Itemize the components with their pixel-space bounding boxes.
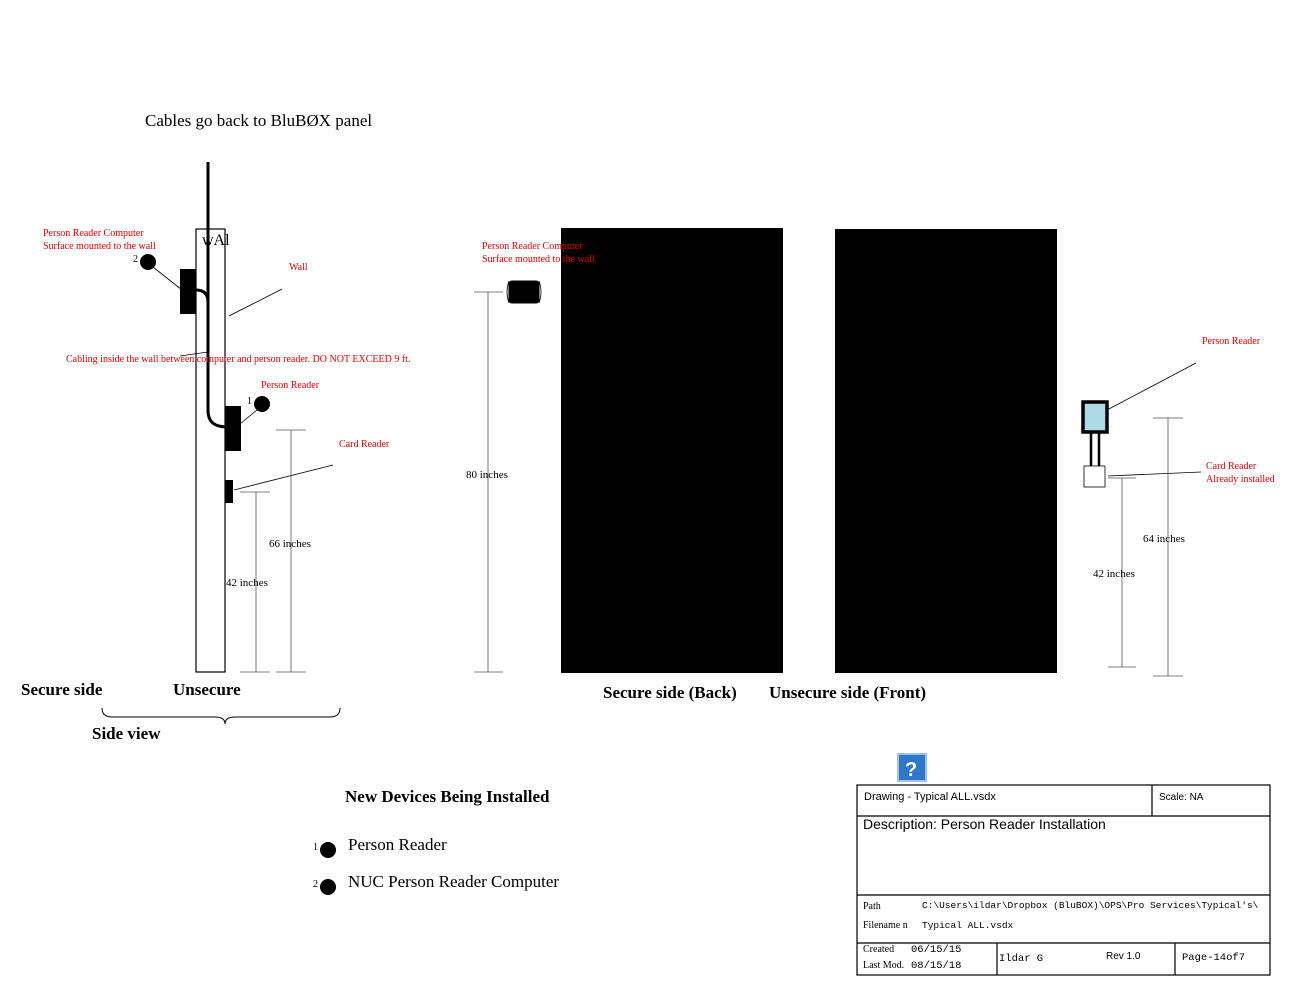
created-value: 06/15/15 [911, 944, 961, 956]
legend-item-1-number: 1 [313, 842, 318, 853]
callout-1-dot [254, 396, 270, 412]
card-reader-device [225, 480, 233, 503]
secure-door-title: Secure side (Back) [603, 683, 737, 702]
secure-computer-edge [506, 280, 542, 304]
scale-value: Scale: NA [1159, 792, 1204, 803]
secure-door-view: Person Reader Computer Surface mounted t… [466, 228, 783, 702]
help-icon-glyph: ? [905, 759, 917, 781]
person-reader-computer-label-2: Surface mounted to the wall [43, 241, 156, 252]
dim-80-label: 80 inches [466, 469, 508, 481]
drawing-name: Drawing - Typical ALL.vsdx [864, 791, 996, 803]
unsecure-person-reader-label: Person Reader [1202, 336, 1261, 347]
unsecure-card-reader-label-2: Already installed [1206, 474, 1275, 485]
wall-label: Wall [289, 262, 308, 273]
person-reader-label: Person Reader [261, 380, 320, 391]
cables-note: Cables go back to BluBØX panel [145, 111, 372, 130]
description: Description: Person Reader Installation [863, 816, 1106, 832]
cabling-leader [179, 351, 209, 357]
legend-item-1-dot [320, 842, 336, 858]
lastmod-value: 08/15/18 [911, 960, 961, 972]
unsecure-label: Unsecure [173, 680, 241, 699]
callout-2-dot [140, 254, 156, 270]
help-icon[interactable]: ? [897, 753, 927, 782]
callout-1-number: 1 [247, 396, 252, 407]
author: Ildar G [999, 953, 1043, 965]
callout-2-leader [152, 266, 183, 291]
unsecure-dim-42-label: 42 inches [1093, 568, 1135, 580]
card-reader-label: Card Reader [339, 439, 390, 450]
legend-item-1-label: Person Reader [348, 835, 447, 854]
unsecure-door-title: Unsecure side (Front) [769, 683, 926, 702]
title-block: ? Drawing - Typical ALL.vsdx Scale: NA D… [856, 753, 1271, 976]
person-reader-device [225, 406, 241, 451]
person-reader-computer-label-1: Person Reader Computer [43, 228, 144, 239]
unsecure-card-reader-label-1: Card Reader [1206, 461, 1257, 472]
wall-label-inside: wAl [202, 232, 230, 249]
side-view-title: Side view [92, 724, 161, 743]
filename-label: Filename n [863, 920, 908, 931]
person-reader-computer-device [180, 269, 196, 314]
legend-item-2-label: NUC Person Reader Computer [348, 872, 559, 891]
secure-computer-label-1: Person Reader Computer [482, 241, 583, 252]
revision: Rev 1.0 [1106, 951, 1141, 962]
secure-computer-device [508, 280, 540, 304]
in-wall-cable [195, 288, 210, 303]
unsecure-card-reader-device [1083, 465, 1106, 488]
card-reader-leader [233, 464, 334, 491]
dim-42-label: 42 inches [226, 577, 268, 589]
secure-door [561, 228, 783, 673]
path-value: C:\Users\ildar\Dropbox (BluBOX)\OPS\Pro … [922, 900, 1259, 911]
side-view: wAl Person Reader Computer Surface mount… [21, 162, 410, 743]
dim-66-label: 66 inches [269, 538, 311, 550]
callout-2-number: 2 [133, 254, 138, 265]
created-label: Created [863, 944, 894, 955]
dim-64-label: 64 inches [1143, 533, 1185, 545]
callout-1-leader [239, 409, 258, 425]
legend: New Devices Being Installed 1 Person Rea… [313, 787, 559, 895]
wall-leader [228, 288, 283, 317]
wall-section [195, 228, 226, 673]
page-number: Page-14of7 [1182, 952, 1245, 964]
lastmod-label: Last Mod. [863, 960, 904, 971]
cabling-note: Cabling inside the wall between computer… [66, 354, 410, 365]
title-block-frame [856, 784, 1271, 976]
secure-side-label: Secure side [21, 680, 103, 699]
path-label: Path [863, 901, 881, 912]
secure-computer-label-2: Surface mounted to the wall [482, 254, 595, 265]
side-view-brace [101, 707, 341, 725]
unsecure-door [835, 229, 1057, 673]
unsecure-card-reader-leader [1107, 471, 1202, 477]
legend-title: New Devices Being Installed [345, 787, 550, 806]
legend-item-2-dot [320, 879, 336, 895]
unsecure-door-view: Unsecure side (Front) Person Reader Card… [769, 229, 1275, 702]
legend-item-2-number: 2 [313, 879, 318, 890]
filename-value: Typical ALL.vsdx [922, 920, 1014, 931]
unsecure-person-reader-leader [1106, 362, 1197, 411]
unsecure-person-reader-device [1081, 400, 1109, 434]
